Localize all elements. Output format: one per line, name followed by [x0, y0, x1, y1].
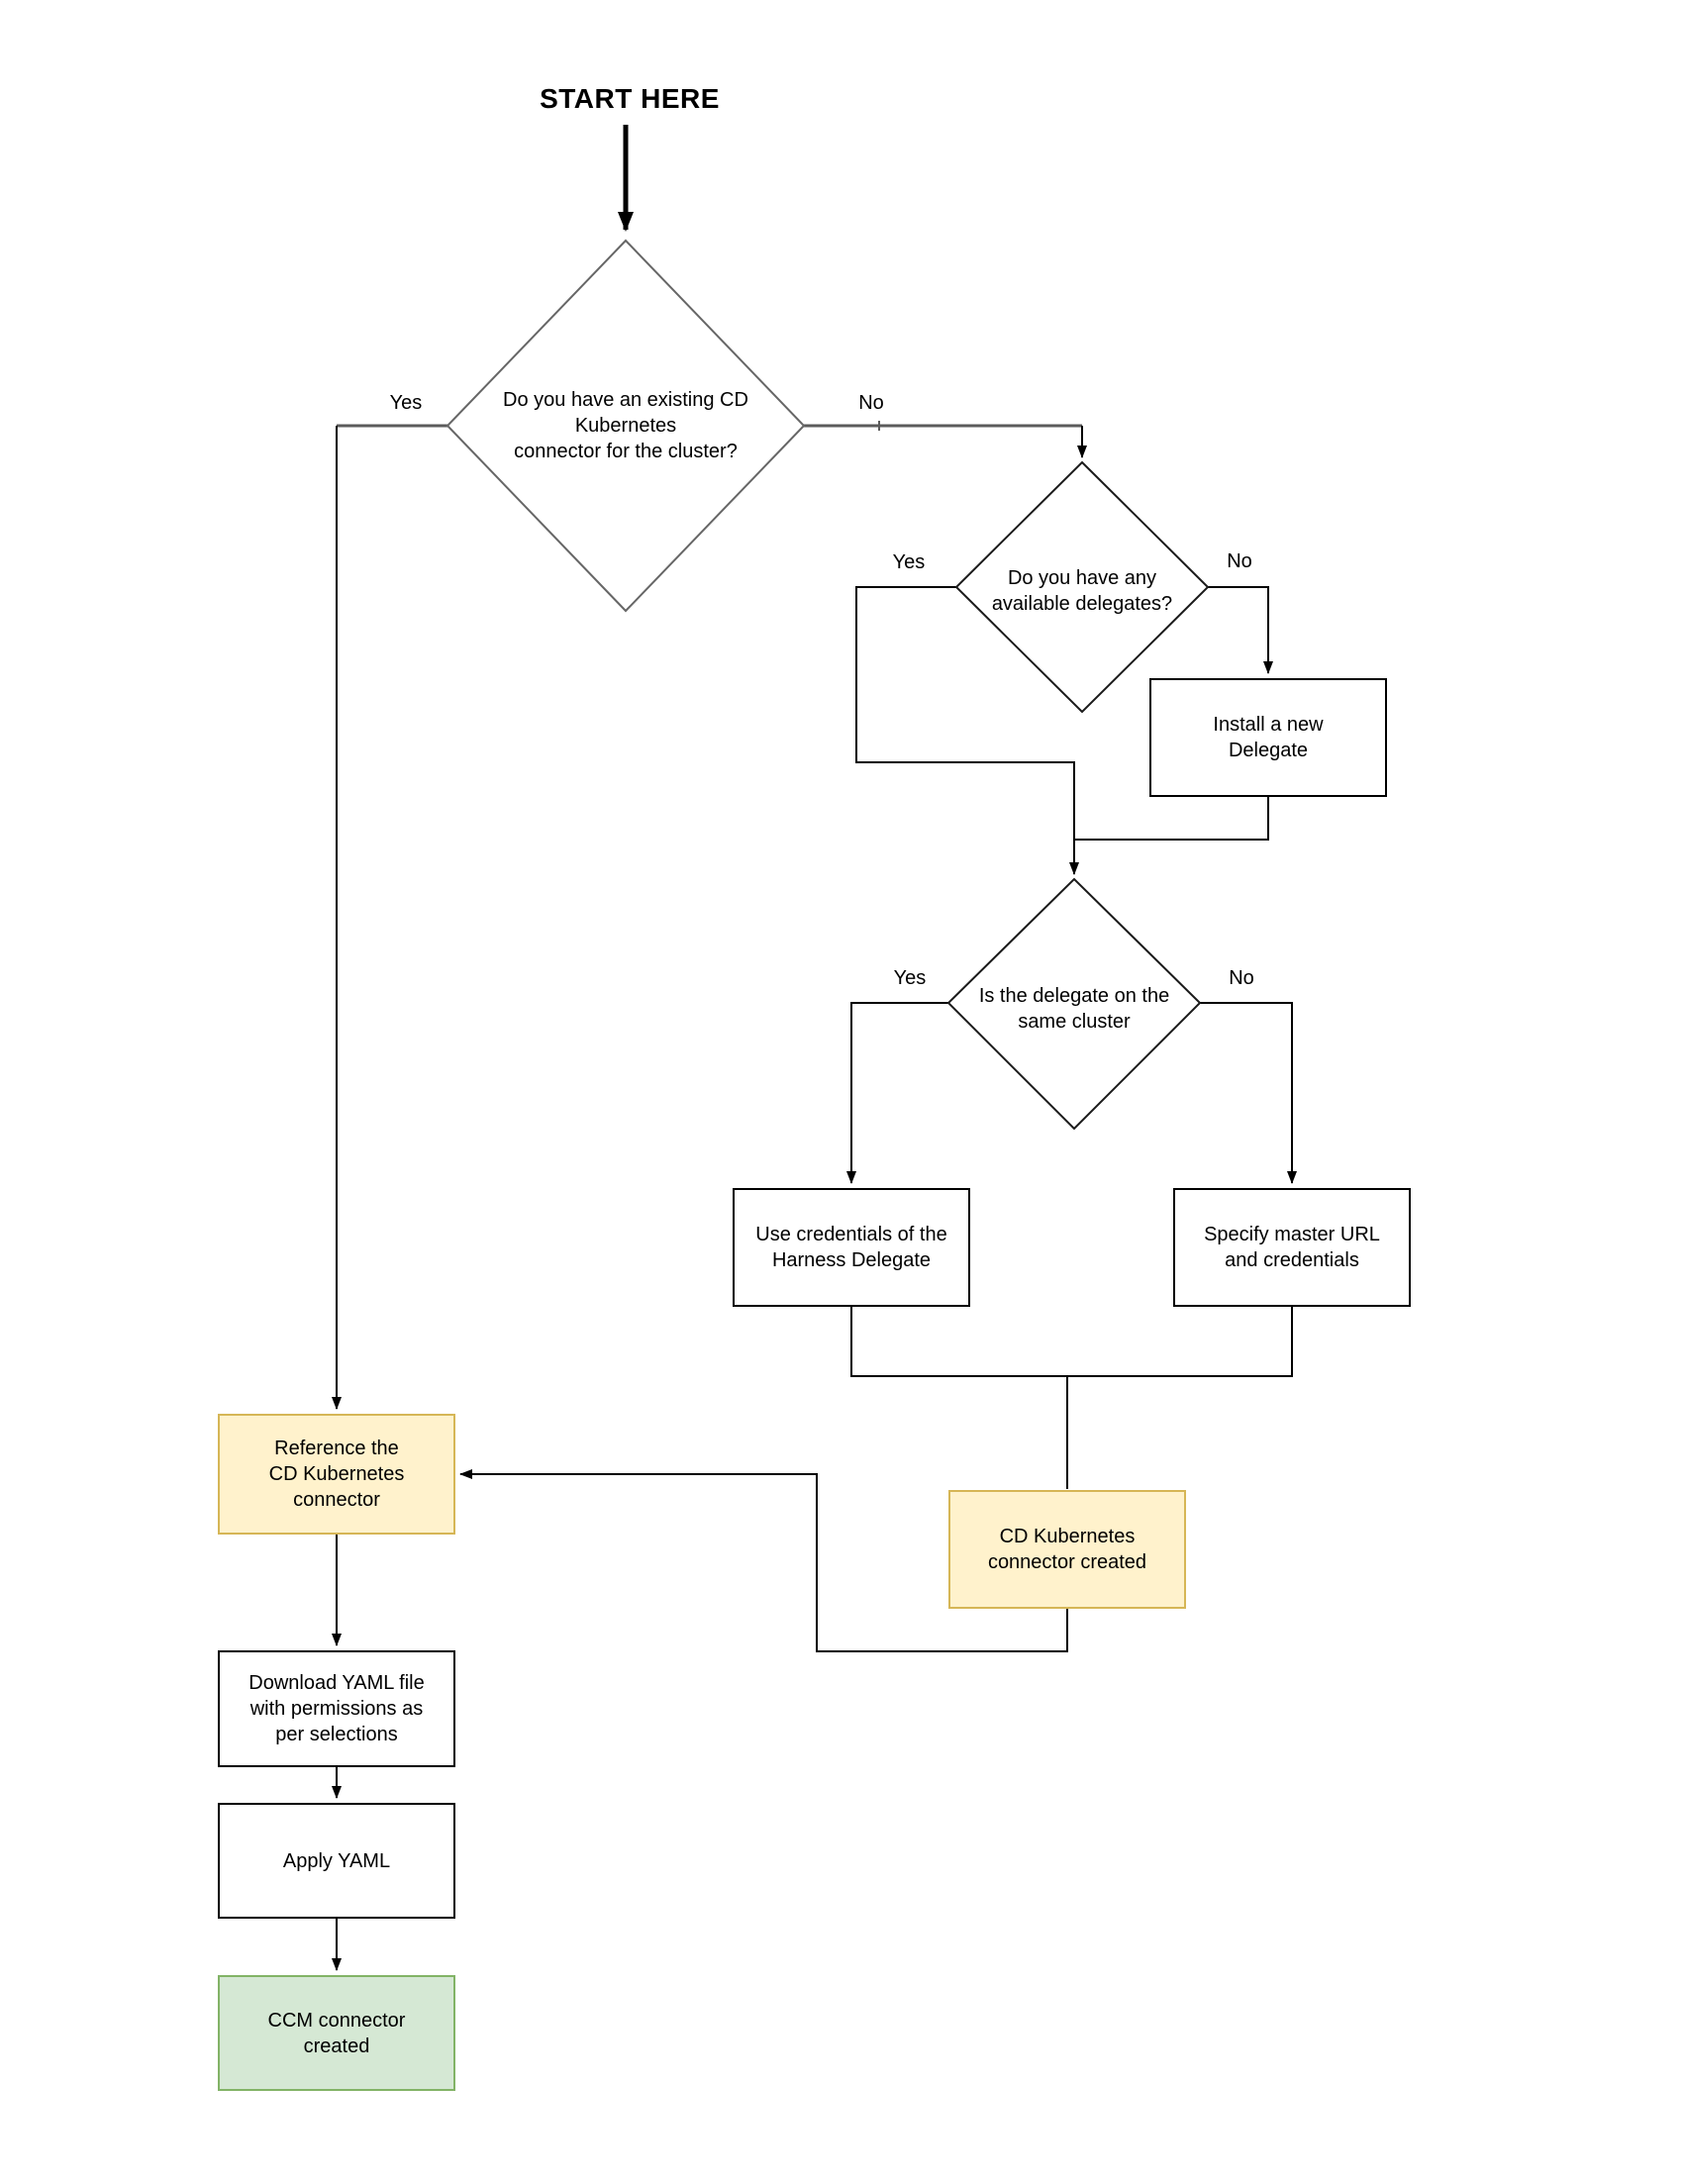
- edge-install-merge: [1074, 797, 1269, 841]
- edge-created-to-reference: [459, 1469, 1068, 1652]
- label-delegates-yes: Yes: [892, 551, 926, 573]
- label-same-cluster-no: No: [1229, 967, 1254, 989]
- box-install-new-delegate: Install a new Delegate: [1149, 678, 1387, 797]
- label-same-cluster-yes: Yes: [893, 967, 927, 989]
- start-here-label: START HERE: [540, 83, 720, 114]
- edge-same-cluster-no: [1200, 1002, 1297, 1184]
- box-apply-yaml: Apply YAML: [218, 1803, 455, 1919]
- edge-merge-right: [1067, 1307, 1293, 1377]
- decision-existing-connector-shape: [446, 239, 806, 613]
- decision-available-delegates-text: Do you have any available delegates?: [991, 567, 1173, 615]
- box-download-yaml: Download YAML file with permissions as p…: [218, 1650, 455, 1767]
- edge-same-cluster-yes: [846, 1002, 948, 1184]
- decision-same-cluster-text: Is the delegate on the same cluster: [978, 985, 1170, 1033]
- label-delegates-no: No: [1227, 550, 1252, 572]
- decision-existing-connector-text: Do you have an existing CD Kubernetes co…: [503, 389, 748, 462]
- label-existing-no: No: [858, 392, 884, 414]
- edge-delegates-yes: [855, 586, 1079, 875]
- edge-merge-left: [850, 1307, 1067, 1377]
- label-existing-yes: Yes: [389, 392, 423, 414]
- box-reference-cd-connector: Reference the CD Kubernetes connector: [218, 1414, 455, 1535]
- box-specify-master-url: Specify master URL and credentials: [1173, 1188, 1411, 1307]
- decision-same-cluster-shape: [946, 877, 1202, 1131]
- box-ccm-connector-created: CCM connector created: [218, 1975, 455, 2091]
- box-cd-connector-created: CD Kubernetes connector created: [948, 1490, 1186, 1609]
- edge-delegates-no: [1208, 586, 1273, 674]
- decision-available-delegates-shape: [954, 460, 1210, 714]
- box-use-delegate-credentials: Use credentials of the Harness Delegate: [733, 1188, 970, 1307]
